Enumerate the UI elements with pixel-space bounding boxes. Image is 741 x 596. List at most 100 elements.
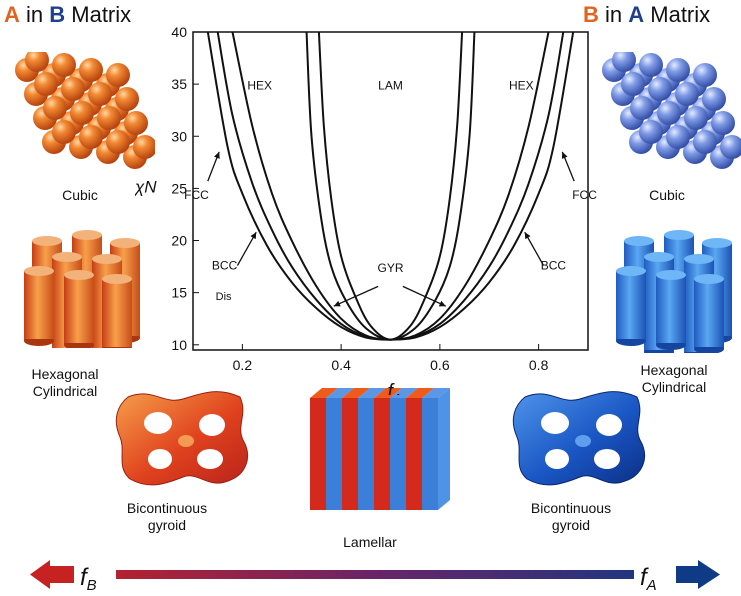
sphere <box>124 111 148 135</box>
right-cubic-spheres <box>602 52 741 169</box>
left-cubic-caption: Cubic <box>62 187 98 203</box>
x-tick-label: 0.6 <box>430 357 450 373</box>
sphere <box>61 77 85 101</box>
lamella-blue <box>358 398 374 510</box>
annotation-arrow <box>236 231 257 266</box>
y-axis-label: χN <box>135 177 157 196</box>
annotation-arrow <box>333 285 379 307</box>
cylinder <box>694 274 724 353</box>
lamella-top <box>358 388 386 398</box>
y-tick-label: 15 <box>171 285 187 301</box>
right-title: B in A Matrix <box>583 2 711 27</box>
sphere <box>34 72 58 96</box>
sphere <box>720 135 741 159</box>
left-gyroid-caption: Bicontinuous gyroid <box>126 500 208 533</box>
arrow-right-label: fA <box>640 564 657 594</box>
arrowhead-icon <box>524 232 531 240</box>
plot-frame <box>192 31 589 351</box>
arrowhead-icon <box>333 300 341 307</box>
sphere <box>612 52 636 72</box>
sphere <box>25 52 49 72</box>
sphere <box>711 111 735 135</box>
y-tick-label: 20 <box>171 233 187 249</box>
arrowhead-icon <box>214 151 220 159</box>
cylinder <box>616 266 646 346</box>
annotation-label: FCC <box>184 188 209 202</box>
lamella-red <box>406 398 422 510</box>
lamella-side <box>438 388 450 510</box>
phase-boundary-5 <box>317 32 464 341</box>
right-arrowhead-icon <box>698 560 720 589</box>
annotation-label: Dis <box>216 291 232 303</box>
lamellar-caption: Lamellar <box>343 534 397 550</box>
cylinder <box>64 270 94 348</box>
arrowhead-icon <box>250 232 257 240</box>
cylinder <box>24 266 54 346</box>
x-tick-label: 0.8 <box>529 357 549 373</box>
lamella-red <box>374 398 390 510</box>
sphere <box>693 63 717 87</box>
lamella-red <box>342 398 358 510</box>
sphere <box>630 96 654 120</box>
right-gyroid-caption: Bicontinuous gyroid <box>530 500 612 533</box>
x-tick-label: 0.2 <box>233 357 253 373</box>
lamella-blue <box>390 398 406 510</box>
sphere <box>639 53 663 77</box>
lamella-top <box>342 388 370 398</box>
sphere <box>693 130 717 154</box>
phase-diagram-chart: 0.20.40.60.810152025303540fAχNHEXLAMHEXF… <box>135 24 597 395</box>
sphere <box>52 120 76 144</box>
sphere <box>88 82 112 106</box>
y-tick-label: 30 <box>171 128 187 144</box>
sphere <box>666 58 690 82</box>
cylinder <box>656 270 686 350</box>
left-hexagonal-cylinders <box>24 230 140 348</box>
lamella-top <box>310 388 338 398</box>
arrow-left-label: fB <box>80 564 97 594</box>
lamella-red <box>310 398 326 510</box>
region-label: HEX <box>509 78 534 92</box>
sphere <box>79 58 103 82</box>
annotation-label: BCC <box>212 259 238 273</box>
annotation-arrow <box>524 231 545 266</box>
cylinder <box>102 274 132 348</box>
lamella-top <box>406 388 434 398</box>
right-hexagonal-cylinders <box>616 230 732 353</box>
annotation-label: GYR <box>377 261 403 275</box>
lamella-top <box>326 388 354 398</box>
right-gyroid <box>512 391 645 486</box>
left-arrowhead-icon <box>30 560 50 589</box>
annotation-arrow <box>402 285 447 307</box>
right-cubic-caption: Cubic <box>649 187 685 203</box>
y-tick-label: 35 <box>171 76 187 92</box>
left-title: A in B Matrix <box>4 2 132 27</box>
sphere <box>52 53 76 77</box>
sphere <box>43 96 67 120</box>
sphere <box>675 82 699 106</box>
x-axis-label: fA <box>387 381 401 395</box>
sphere <box>133 135 155 159</box>
sphere <box>106 63 130 87</box>
sphere <box>106 130 130 154</box>
sphere <box>648 77 672 101</box>
left-hexagonal-caption: Hexagonal Cylindrical <box>31 366 99 399</box>
sphere <box>97 106 121 130</box>
lamellar-block <box>310 388 450 510</box>
composition-arrow: fB fA <box>30 559 720 594</box>
sphere <box>666 125 690 149</box>
sphere <box>115 87 139 111</box>
left-gyroid <box>115 391 248 486</box>
arrowhead-icon <box>438 300 446 307</box>
sphere <box>639 120 663 144</box>
sphere <box>657 101 681 125</box>
annotation-label: FCC <box>572 188 597 202</box>
lamella-blue <box>422 398 438 510</box>
lamella-top <box>422 388 450 398</box>
y-tick-label: 10 <box>171 337 187 353</box>
annotation-label: BCC <box>541 259 567 273</box>
right-hexagonal-caption: Hexagonal Cylindrical <box>640 362 708 395</box>
x-tick-label: 0.4 <box>331 357 351 373</box>
sphere <box>79 125 103 149</box>
lamella-top <box>374 388 402 398</box>
sphere <box>621 72 645 96</box>
